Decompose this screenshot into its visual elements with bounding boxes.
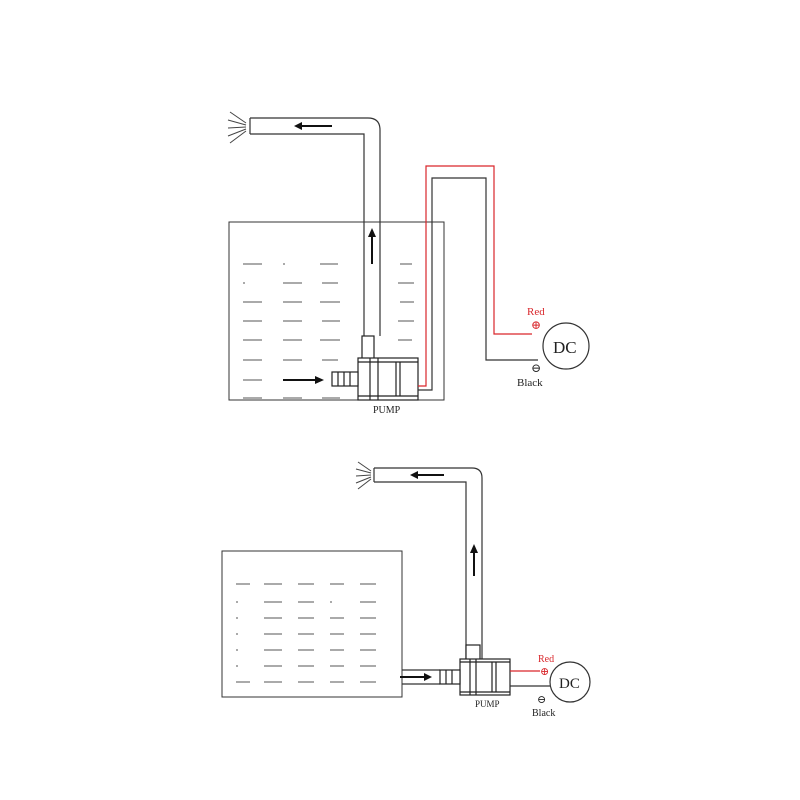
water-spray-icon [227, 111, 247, 144]
arrow-icon [470, 544, 478, 576]
arrow-icon [400, 673, 432, 681]
dc-power-source-icon [542, 322, 590, 370]
arrow-icon [368, 228, 376, 264]
outlet-pipe [374, 467, 483, 660]
dc-power-source-icon [549, 661, 591, 703]
pump-label: PUMP [475, 699, 500, 709]
water-spray-icon [355, 461, 372, 490]
inlet-pipe [402, 669, 440, 685]
positive-terminal-label: Red [538, 654, 554, 665]
dc-label: DC [553, 338, 577, 357]
negative-terminal-label: Black [517, 377, 543, 389]
arrow-icon [283, 376, 324, 384]
black-wire [418, 177, 538, 391]
water-level-marks [243, 263, 414, 399]
negative-terminal-icon: ⊖ [537, 694, 546, 706]
dc-label: DC [559, 676, 580, 692]
positive-terminal-icon: ⊕ [540, 666, 549, 678]
pump-label: PUMP [373, 405, 401, 416]
negative-terminal-label: Black [532, 708, 555, 719]
negative-terminal-icon: ⊖ [531, 361, 541, 375]
arrow-icon [294, 122, 332, 130]
positive-terminal-icon: ⊕ [531, 318, 541, 332]
submersible-setup-diagram: PUMP DC Red ⊕ ⊖ Black [227, 111, 590, 416]
arrow-icon [410, 471, 444, 479]
water-tank [228, 221, 445, 401]
inline-setup-diagram: PUMP DC Red ⊕ ⊖ Black [221, 461, 591, 719]
pump-body [439, 644, 511, 696]
positive-terminal-label: Red [527, 306, 545, 318]
water-level-marks [236, 583, 376, 683]
outlet-pipe [250, 117, 381, 336]
water-tank [221, 550, 403, 698]
red-wire [418, 165, 532, 387]
pump-body [331, 335, 419, 401]
